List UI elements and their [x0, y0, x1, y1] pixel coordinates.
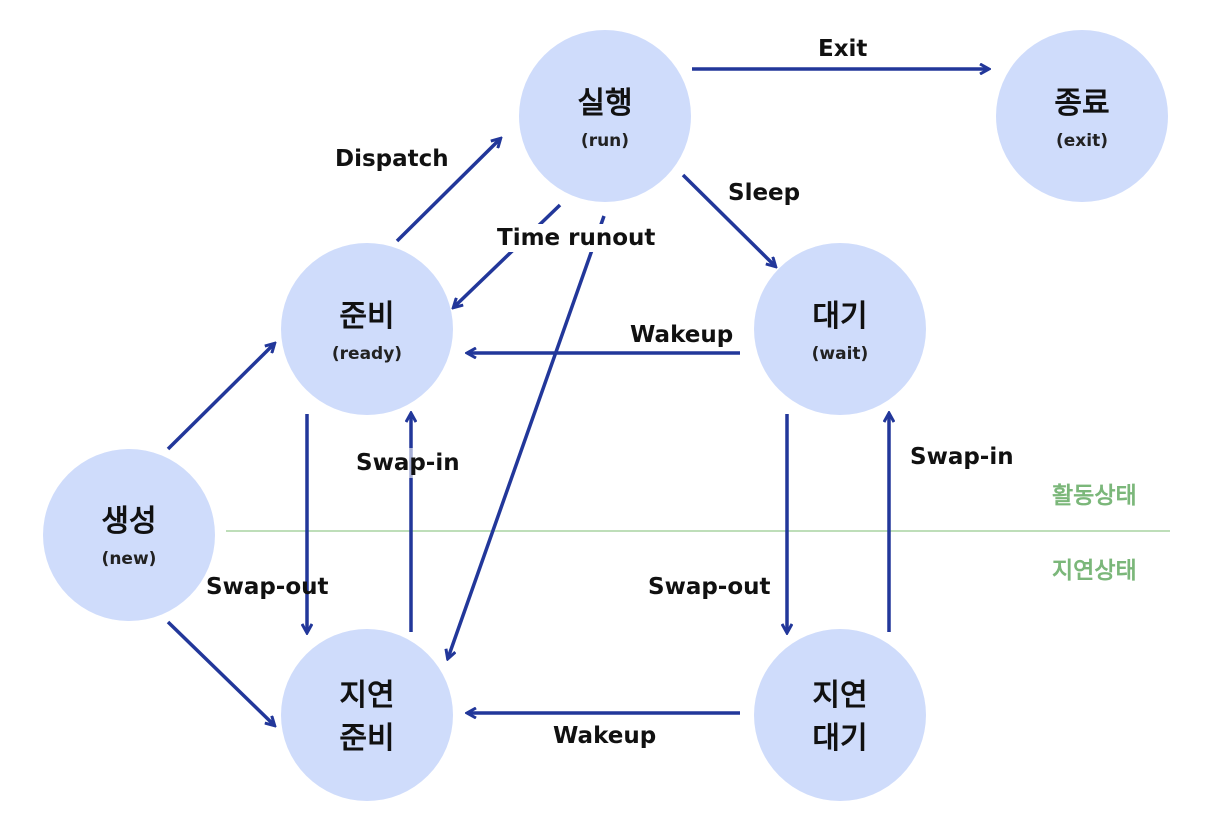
node-exit-circle — [996, 30, 1168, 202]
node-suspended-wait: 지연 대기 — [754, 629, 926, 801]
node-suspended-ready: 지연 준비 — [281, 629, 453, 801]
node-exit-title: 종료 — [1054, 86, 1109, 121]
arrow-run-to-suspended-ready — [448, 215, 606, 658]
edge-label-swap-out-left: Swap-out — [206, 574, 329, 600]
node-suspended-wait-circle — [754, 629, 926, 801]
edge-label-exit: Exit — [818, 36, 867, 62]
node-new-sub: (new) — [102, 549, 157, 569]
node-ready-title: 준비 — [339, 299, 394, 334]
node-run-circle — [519, 30, 691, 202]
node-suspended-ready-line2: 준비 — [339, 721, 394, 756]
arrow-new-to-ready — [166, 344, 274, 451]
edge-label-wakeup-bottom: Wakeup — [553, 723, 656, 749]
node-new-title: 생성 — [101, 504, 156, 539]
edge-label-wakeup-top: Wakeup — [630, 322, 733, 348]
label-backdrop-swap-in-left — [353, 448, 467, 478]
arrow-new-to-suspended-ready — [166, 620, 274, 725]
node-suspended-ready-line1: 지연 — [339, 678, 394, 713]
node-ready-circle — [281, 243, 453, 415]
node-ready-sub: (ready) — [332, 344, 402, 364]
zone-label-suspended: 지연상태 — [1052, 558, 1137, 584]
edge-label-swap-in-left: Swap-in — [356, 450, 460, 476]
zone-label-active: 활동상태 — [1052, 483, 1137, 509]
arrow-dispatch — [395, 139, 500, 243]
node-run-sub: (run) — [581, 131, 629, 151]
edge-label-time-runout: Time runout — [497, 225, 655, 251]
arrow-time-runout — [454, 203, 562, 307]
node-new: 생성 (new) — [43, 449, 215, 621]
node-ready: 준비 (ready) — [281, 243, 453, 415]
edge-label-swap-out-right: Swap-out — [648, 574, 771, 600]
node-exit-sub: (exit) — [1056, 131, 1108, 151]
edge-label-dispatch: Dispatch — [335, 146, 449, 172]
node-wait-circle — [754, 243, 926, 415]
node-run-title: 실행 — [577, 86, 632, 121]
edge-label-sleep: Sleep — [728, 180, 800, 206]
node-suspended-ready-circle — [281, 629, 453, 801]
node-run: 실행 (run) — [519, 30, 691, 202]
node-new-circle — [43, 449, 215, 621]
arrow-sleep — [681, 173, 775, 266]
node-wait-sub: (wait) — [812, 344, 869, 364]
node-suspended-wait-line2: 대기 — [812, 721, 867, 756]
node-wait: 대기 (wait) — [754, 243, 926, 415]
node-wait-title: 대기 — [812, 299, 867, 334]
node-exit: 종료 (exit) — [996, 30, 1168, 202]
edge-label-swap-in-right: Swap-in — [910, 444, 1014, 470]
node-suspended-wait-line1: 지연 — [812, 678, 867, 713]
label-backdrop-time-runout — [494, 224, 656, 252]
